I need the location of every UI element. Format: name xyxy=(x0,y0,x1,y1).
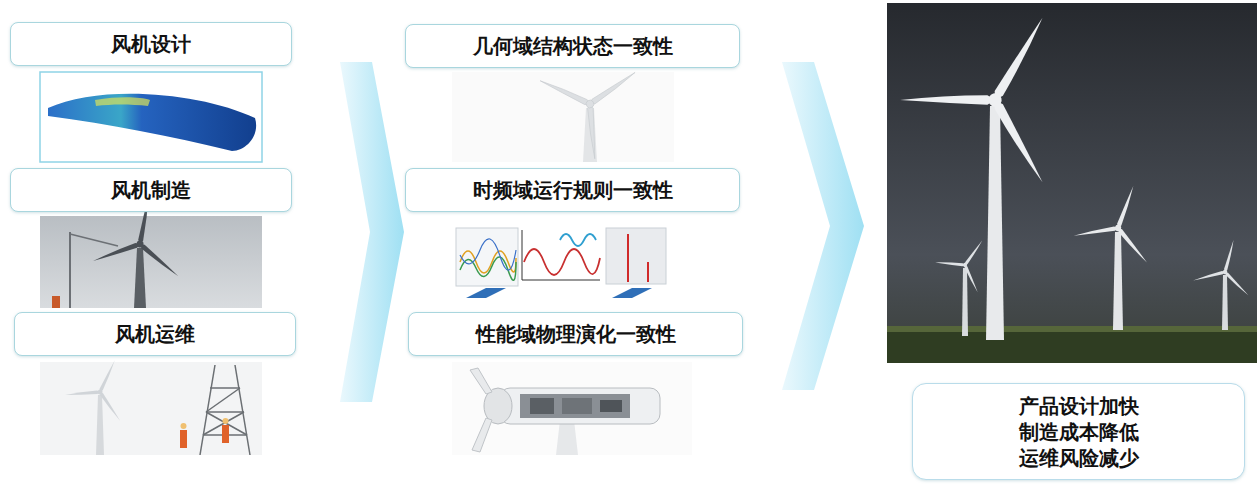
stage-box: 风机设计 xyxy=(10,22,292,66)
consistency-box: 几何域结构状态一致性 xyxy=(405,24,740,68)
node-label: 风机制造 xyxy=(111,178,191,202)
consistency-box: 性能域物理演化一致性 xyxy=(408,312,743,356)
wind-farm-photo xyxy=(887,0,1257,363)
stage-box: 风机制造 xyxy=(10,168,292,212)
blade-image xyxy=(40,72,262,162)
node-label: 风机设计 xyxy=(111,32,191,56)
nacelle-image xyxy=(452,362,692,455)
stage-box: 风机运维 xyxy=(14,312,296,356)
maintenance-image xyxy=(40,347,262,455)
turbine-image xyxy=(452,32,674,162)
consistency-box: 时频域运行规则一致性 xyxy=(405,168,740,212)
node-label: 产品设计加快 制造成本降低 运维风险减少 xyxy=(1009,393,1149,471)
flow-chevron xyxy=(340,62,404,402)
result-box: 产品设计加快 制造成本降低 运维风险减少 xyxy=(912,383,1245,480)
flow-chevron xyxy=(782,62,864,390)
node-label: 时频域运行规则一致性 xyxy=(473,178,673,202)
node-label: 几何域结构状态一致性 xyxy=(473,34,673,58)
node-label: 风机运维 xyxy=(115,322,195,346)
signal-image xyxy=(456,228,666,298)
node-label: 性能域物理演化一致性 xyxy=(476,322,676,346)
